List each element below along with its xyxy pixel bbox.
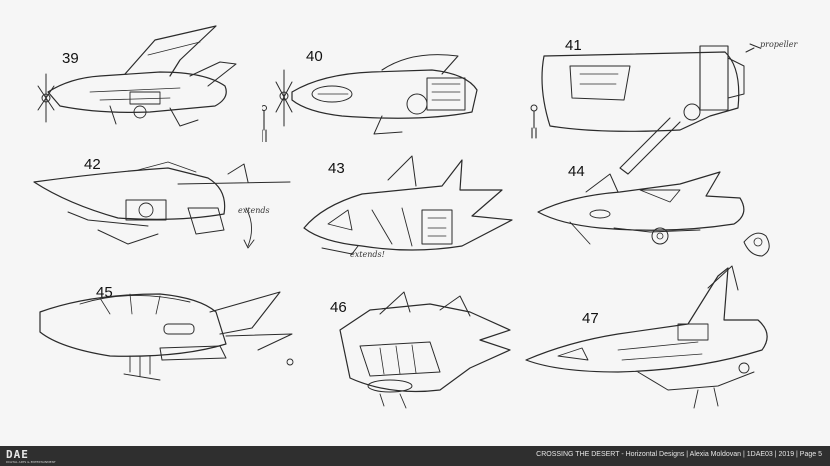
sketch-vehicle-39	[37, 25, 237, 127]
dae-logo-subtext: DIGITAL ARTS & ENTERTAINMENT	[6, 460, 56, 464]
sketch-vehicle-43	[303, 155, 513, 255]
sketch-number-40: 40	[306, 48, 323, 65]
sketch-vehicle-40	[262, 54, 478, 142]
sketch-number-46: 46	[330, 299, 347, 316]
sketch-note-41: propeller	[760, 40, 798, 49]
sketch-number-47: 47	[582, 310, 599, 327]
sketch-vehicle-44	[537, 171, 770, 257]
sketch-vehicle-41	[530, 43, 761, 175]
sketch-vehicle-45	[39, 291, 294, 381]
sketch-note-43: extends!	[350, 250, 385, 259]
footer-credits: CROSSING THE DESERT - Horizontal Designs…	[536, 451, 822, 458]
sketch-vehicle-46	[339, 291, 511, 409]
sketch-number-39: 39	[62, 50, 79, 67]
sketch-vehicle-42	[33, 161, 291, 249]
dae-logo: DAE DIGITAL ARTS & ENTERTAINMENT	[6, 448, 56, 464]
sketch-sheet: 39 40 41 propeller	[33, 25, 798, 409]
sketch-number-44: 44	[568, 163, 585, 180]
sketch-number-43: 43	[328, 160, 345, 177]
sketch-number-42: 42	[84, 156, 101, 173]
sketch-vehicle-47	[525, 265, 768, 409]
sketch-number-41: 41	[565, 37, 582, 54]
footer-bar: DAE DIGITAL ARTS & ENTERTAINMENT CROSSIN…	[0, 446, 830, 466]
dae-logo-text: DAE	[6, 448, 29, 461]
sketch-note-42: extends	[238, 206, 270, 215]
